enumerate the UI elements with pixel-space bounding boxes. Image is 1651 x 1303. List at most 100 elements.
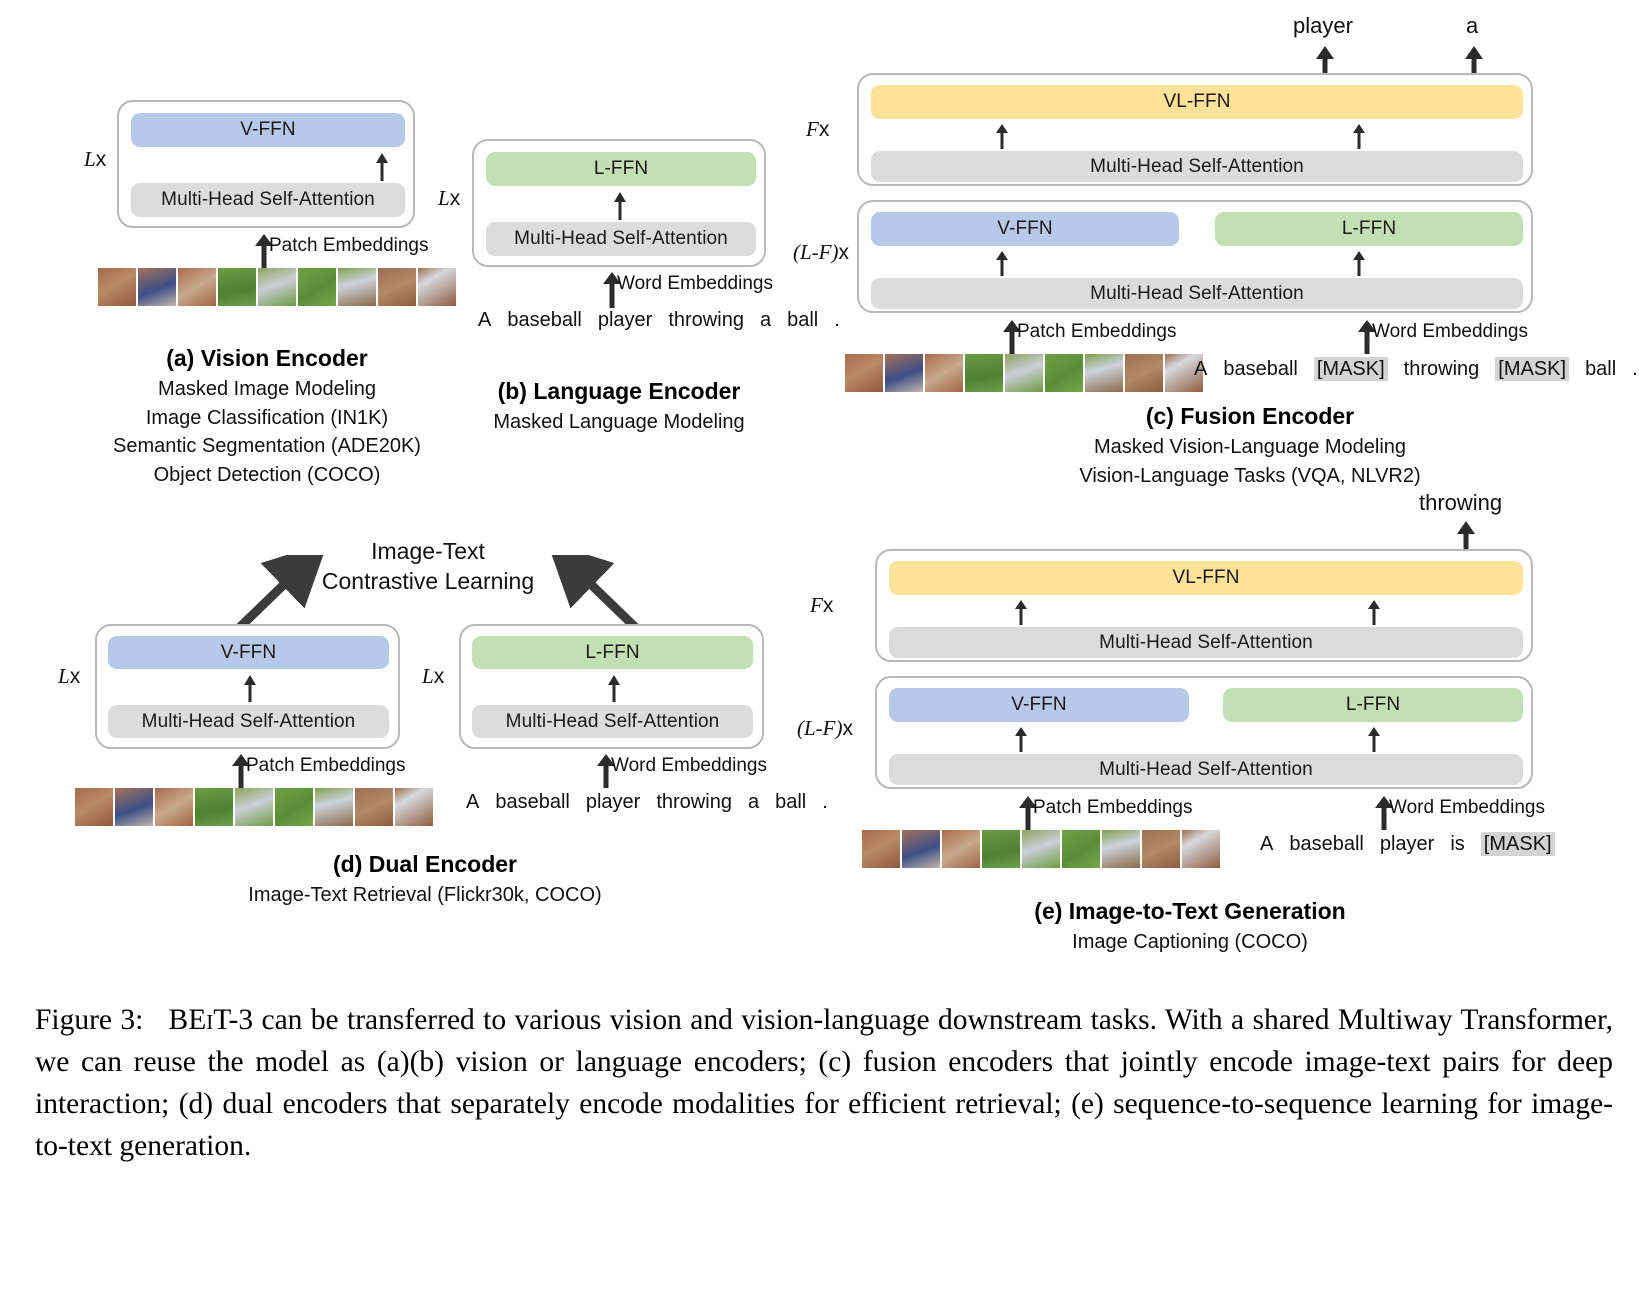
panel-d-word-embeddings-arrow-icon bbox=[597, 754, 615, 788]
panel-e-fusion-arrow-left-icon bbox=[1013, 600, 1029, 625]
sentence-word: A bbox=[466, 791, 480, 813]
sentence-word: throwing bbox=[668, 309, 744, 331]
panel-d-title: (d) Dual Encoder bbox=[332, 851, 517, 877]
panel-d-vision-msa-label: Multi-Head Self-Attention bbox=[141, 710, 356, 732]
image-patch bbox=[885, 354, 923, 392]
panel-e-v-ffn-box[interactable]: V-FFN bbox=[889, 688, 1189, 722]
panel-c-shared-repeat-label: (L-F)x bbox=[793, 240, 849, 264]
image-patch bbox=[1142, 830, 1180, 868]
panel-c-shared-arrow-right-icon bbox=[1351, 251, 1367, 276]
panel-a-inner-arrow-icon bbox=[374, 153, 390, 181]
panel-c-fusion-msa-label: Multi-Head Self-Attention bbox=[1090, 155, 1304, 177]
image-patch bbox=[98, 268, 136, 306]
image-patch bbox=[418, 268, 456, 306]
image-patch bbox=[378, 268, 416, 306]
mask-token: [MASK] bbox=[1473, 832, 1563, 856]
panel-c-l-ffn-box[interactable]: L-FFN bbox=[1215, 212, 1523, 246]
sentence-word: A bbox=[1260, 833, 1274, 855]
panel-d-v-ffn-label: V-FFN bbox=[220, 641, 277, 663]
panel-a-repeat-label: Lx bbox=[84, 147, 107, 171]
panel-a-msa-box[interactable]: Multi-Head Self-Attention bbox=[131, 183, 405, 217]
panel-d-language-msa-label: Multi-Head Self-Attention bbox=[505, 710, 720, 732]
panel-d-objective-line-1: Image-Text bbox=[371, 538, 485, 564]
sentence-word: A bbox=[1194, 358, 1208, 380]
panel-c-vl-ffn-box[interactable]: VL-FFN bbox=[871, 85, 1523, 119]
panel-c-shared-arrow-left-icon bbox=[994, 251, 1010, 276]
mask-token-label: [MASK] bbox=[1495, 357, 1570, 381]
image-patch bbox=[925, 354, 963, 392]
panel-a-module: V-FFN Multi-Head Self-Attention bbox=[117, 100, 415, 228]
panel-e-vl-ffn-box[interactable]: VL-FFN bbox=[889, 561, 1523, 595]
panel-a-caption: (a) Vision Encoder Masked Image Modeling… bbox=[62, 342, 472, 489]
panel-e-output-arrow-icon bbox=[1457, 521, 1475, 551]
image-patch bbox=[178, 268, 216, 306]
panel-c-output-word-0: player bbox=[1293, 13, 1353, 38]
panel-b-word-embeddings-label: Word Embeddings bbox=[617, 273, 773, 294]
panel-a-v-ffn-box[interactable]: V-FFN bbox=[131, 113, 405, 147]
panel-a-line-2: Image Classification (IN1K) bbox=[145, 406, 389, 429]
image-patch bbox=[235, 788, 273, 826]
sentence-word: baseball bbox=[1289, 833, 1364, 855]
panel-c-patch-embeddings-arrow-icon bbox=[1003, 320, 1021, 354]
figure-caption: Figure 3: BEiT-3 can be transferred to v… bbox=[35, 1000, 1613, 1168]
image-patch bbox=[902, 830, 940, 868]
panel-e-shared-msa-label: Multi-Head Self-Attention bbox=[1099, 758, 1313, 780]
sentence-word: a bbox=[747, 791, 760, 813]
sentence-word: player bbox=[1379, 833, 1435, 855]
panel-e-caption: (e) Image-to-Text Generation Image Capti… bbox=[960, 895, 1420, 957]
panel-c-v-ffn-box[interactable]: V-FFN bbox=[871, 212, 1179, 246]
panel-e-fusion-msa-label: Multi-Head Self-Attention bbox=[1099, 631, 1313, 653]
image-patch bbox=[75, 788, 113, 826]
panel-a-msa-label: Multi-Head Self-Attention bbox=[161, 189, 375, 210]
image-patch bbox=[1102, 830, 1140, 868]
panel-c-title: (c) Fusion Encoder bbox=[1145, 403, 1355, 429]
panel-d-vision-msa-box[interactable]: Multi-Head Self-Attention bbox=[108, 705, 389, 738]
panel-b-msa-box[interactable]: Multi-Head Self-Attention bbox=[486, 222, 756, 256]
panel-c-fusion-msa-box[interactable]: Multi-Head Self-Attention bbox=[871, 151, 1523, 182]
contrastive-arrow-right-icon bbox=[547, 555, 639, 631]
image-patch bbox=[138, 268, 176, 306]
panel-e-l-ffn-box[interactable]: L-FFN bbox=[1223, 688, 1523, 722]
panel-d-l-ffn-box[interactable]: L-FFN bbox=[472, 636, 753, 669]
panel-e-shared-msa-box[interactable]: Multi-Head Self-Attention bbox=[889, 754, 1523, 785]
panel-d-patch-embeddings-label: Patch Embeddings bbox=[246, 755, 406, 776]
panel-d-word-embeddings-label: Word Embeddings bbox=[611, 755, 767, 776]
contrastive-arrow-left-icon bbox=[236, 555, 328, 631]
panel-b-l-ffn-box[interactable]: L-FFN bbox=[486, 152, 756, 186]
panel-a-image-patches bbox=[98, 268, 456, 306]
image-patch bbox=[338, 268, 376, 306]
panel-e-shared-module: V-FFN L-FFN Multi-Head Self-Attention bbox=[875, 676, 1533, 789]
panel-b-title: (b) Language Encoder bbox=[497, 378, 741, 404]
image-patch bbox=[1005, 354, 1043, 392]
sentence-word: baseball bbox=[507, 309, 582, 331]
image-patch bbox=[862, 830, 900, 868]
panel-d-language-msa-box[interactable]: Multi-Head Self-Attention bbox=[472, 705, 753, 738]
figure-caption-text: BEiT-3 can be transferred to various vis… bbox=[35, 1004, 1614, 1162]
panel-b-l-ffn-label: L-FFN bbox=[593, 158, 649, 179]
panel-c-shared-msa-box[interactable]: Multi-Head Self-Attention bbox=[871, 278, 1523, 309]
image-patch bbox=[1125, 354, 1163, 392]
panel-e-fusion-msa-box[interactable]: Multi-Head Self-Attention bbox=[889, 627, 1523, 658]
sentence-word: . bbox=[1632, 358, 1638, 380]
panel-c-fusion-arrow-right-icon bbox=[1351, 124, 1367, 149]
image-patch bbox=[845, 354, 883, 392]
panel-d-objective-line-2: Contrastive Learning bbox=[321, 567, 535, 594]
image-patch bbox=[298, 268, 336, 306]
sentence-word: player bbox=[597, 309, 653, 331]
sentence-word: . bbox=[834, 309, 840, 331]
sentence-word: ball bbox=[787, 309, 819, 331]
image-patch bbox=[155, 788, 193, 826]
panel-e-shared-repeat-label: (L-F)x bbox=[797, 716, 853, 740]
panel-b-repeat-label: Lx bbox=[438, 186, 461, 210]
image-patch bbox=[275, 788, 313, 826]
panel-d-v-ffn-box[interactable]: V-FFN bbox=[108, 636, 389, 669]
sentence-word: ball bbox=[1585, 358, 1617, 380]
panel-d-language-repeat-label: Lx bbox=[422, 664, 445, 688]
image-patch bbox=[1182, 830, 1220, 868]
sentence-word: a bbox=[759, 309, 772, 331]
panel-e-image-patches bbox=[862, 830, 1220, 868]
image-patch bbox=[115, 788, 153, 826]
panel-a-v-ffn-label: V-FFN bbox=[240, 119, 296, 140]
